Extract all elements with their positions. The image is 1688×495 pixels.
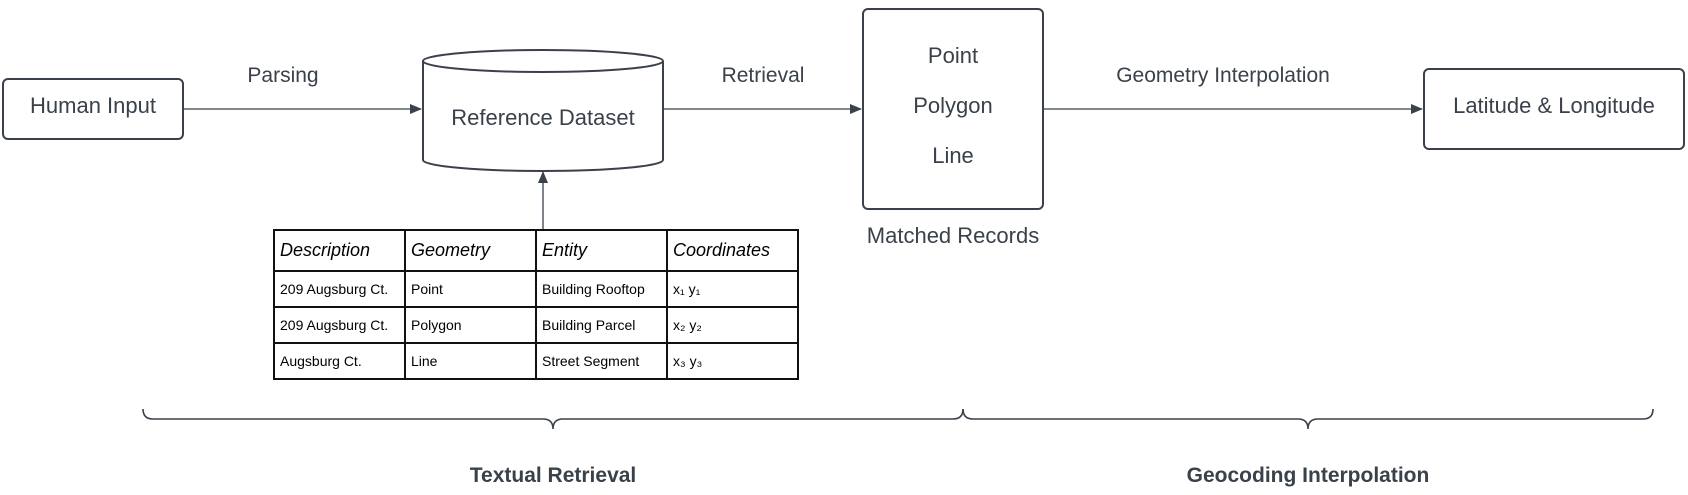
header-geometry: Geometry [404,229,537,272]
cell-coordinates: x₂ y₂ [666,306,799,344]
reference-table: Description Geometry Entity Coordinates … [273,229,799,380]
matched-records-caption: Matched Records [866,223,1040,248]
geometry-interpolation-label: Geometry Interpolation [1116,64,1330,87]
cell-entity: Building Parcel [535,306,668,344]
textual-retrieval-brace [142,408,964,430]
matched-line-label: Line [932,143,974,168]
table-row: 209 Augsburg Ct. Polygon Building Parcel… [273,306,799,344]
header-entity: Entity [535,229,668,272]
output-label: Latitude & Longitude [1453,93,1655,118]
table-header-row: Description Geometry Entity Coordinates [273,229,799,272]
matched-point-label: Point [927,43,979,68]
header-coordinates: Coordinates [666,229,799,272]
cell-coordinates: x₁ y₁ [666,270,799,308]
retrieval-label: Retrieval [721,64,805,87]
cell-description: 209 Augsburg Ct. [273,270,406,308]
header-description: Description [273,229,406,272]
geocoding-interpolation-label: Geocoding Interpolation [1186,464,1430,487]
cell-coordinates: x₃ y₃ [666,342,799,380]
cell-geometry: Polygon [404,306,537,344]
cell-geometry: Point [404,270,537,308]
cell-description: 209 Augsburg Ct. [273,306,406,344]
reference-dataset-label: Reference Dataset [451,105,635,130]
cell-entity: Building Rooftop [535,270,668,308]
table-row: 209 Augsburg Ct. Point Building Rooftop … [273,270,799,308]
textual-retrieval-label: Textual Retrieval [469,464,637,487]
human-input-label: Human Input [30,93,156,118]
geocoding-interpolation-brace [962,408,1654,430]
cell-description: Augsburg Ct. [273,342,406,380]
cell-entity: Street Segment [535,342,668,380]
output-box [1423,68,1685,150]
table-row: Augsburg Ct. Line Street Segment x₃ y₃ [273,342,799,380]
matched-polygon-label: Polygon [913,93,993,118]
parsing-label: Parsing [247,64,319,87]
cell-geometry: Line [404,342,537,380]
